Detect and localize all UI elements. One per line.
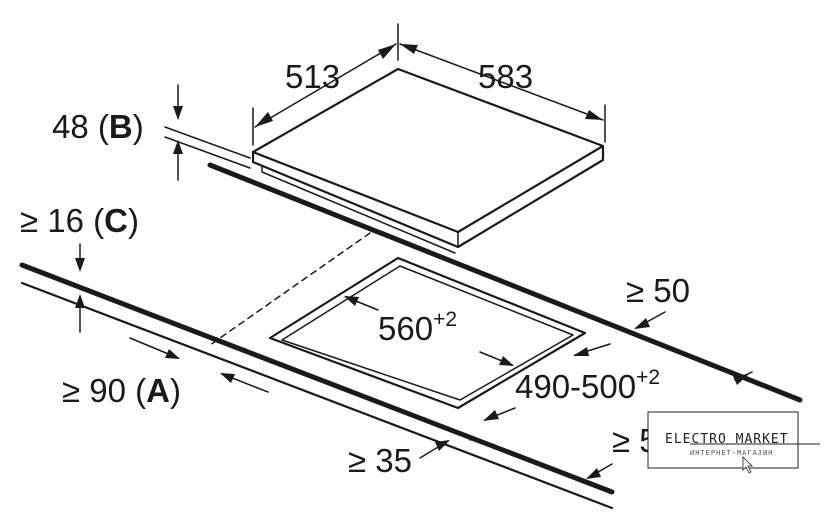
arrow-583-right	[585, 110, 603, 120]
label-cutout-depth-value: 490-500	[515, 368, 636, 405]
label-cutout-width: 560+2	[378, 308, 457, 347]
arrow-16-bottom	[75, 294, 85, 308]
dim-side: ≥ 35	[348, 437, 476, 479]
arrow-490-bottom	[483, 410, 499, 421]
arrow-513-right	[378, 44, 396, 59]
dim-48-ext-bottom	[164, 136, 251, 169]
label-gap-c-value: ≥ 16	[20, 202, 84, 239]
arrow-16-top	[75, 258, 85, 272]
watermark: ELECTRO MARKET ИНТЕРНЕТ-МАГАЗИН	[647, 411, 820, 474]
dim-line-583	[399, 43, 604, 121]
label-cutout-width-value: 560	[378, 310, 433, 347]
label-gap-c-ref: C	[104, 202, 128, 239]
arrow-513-left	[255, 112, 273, 127]
arrow-48-top	[173, 106, 183, 120]
watermark-title: ELECTRO MARKET	[665, 432, 789, 447]
dim-thickness: 48 (B)	[52, 84, 251, 181]
label-gap-c: ≥ 16 (C)	[20, 202, 139, 239]
label-side-min: ≥ 35	[348, 442, 412, 479]
arrow-490-top	[573, 347, 589, 356]
cursor-icon	[742, 456, 753, 474]
arrow-90-left	[165, 349, 180, 359]
arrow-560-right	[499, 356, 514, 366]
label-width: 513	[285, 58, 340, 95]
countertop	[19, 162, 803, 510]
countertop-rear-edge	[207, 162, 803, 403]
projection-dashed-line	[209, 232, 371, 346]
label-thickness-ref: B	[109, 108, 133, 145]
label-front-min-open: (	[135, 372, 146, 409]
arrow-90-right	[220, 373, 235, 383]
dim-48-ext-top	[164, 126, 251, 159]
arrow-35	[435, 440, 450, 451]
countertop-front-bottom-edge	[20, 281, 614, 510]
watermark-box	[647, 411, 799, 469]
arrow-48-bottom	[173, 140, 183, 154]
label-front-min-ref: A	[146, 372, 170, 409]
cutout-outer	[268, 256, 587, 410]
dim-top: 513 583	[252, 23, 606, 146]
dim-cutout-width: 560+2	[344, 296, 514, 366]
arrow-50-bottom	[733, 374, 749, 385]
cooktop	[251, 67, 605, 254]
countertop-front-top-edge	[19, 262, 615, 495]
label-front-min: ≥ 90 (A)	[62, 372, 181, 409]
dim-line-513	[254, 43, 397, 128]
label-thickness-value: 48	[52, 108, 89, 145]
dim-35-tick	[469, 437, 476, 441]
label-cutout-depth-tol: +2	[636, 366, 660, 389]
cutout-inner	[281, 265, 574, 401]
cooktop-lower-frame	[261, 165, 456, 254]
arrow-560-left	[344, 296, 359, 306]
arrow-5	[586, 468, 601, 479]
label-front-min-value: ≥ 90	[62, 372, 126, 409]
label-rear-min: ≥ 50	[626, 272, 690, 309]
label-depth: 583	[478, 58, 533, 95]
dim-gap-c: ≥ 16 (C)	[20, 202, 139, 333]
cutout	[268, 256, 587, 410]
label-thickness: 48 (B)	[52, 108, 144, 145]
dim-cutout-depth: 490-500+2	[483, 343, 660, 421]
label-cutout-depth: 490-500+2	[515, 366, 660, 405]
label-gap-c-close: )	[128, 202, 139, 239]
label-front-min-close: )	[170, 372, 181, 409]
arrow-583-left	[400, 44, 418, 54]
dim-front: ≥ 90 (A)	[62, 337, 269, 409]
label-thickness-open: (	[98, 108, 109, 145]
watermark-subtitle: ИНТЕРНЕТ-МАГАЗИН	[690, 449, 773, 457]
cooktop-side-edges	[251, 144, 605, 249]
dim-side-right: ≥ 5	[586, 422, 658, 479]
label-gap-c-open: (	[93, 202, 104, 239]
dim-rear: ≥ 50	[626, 272, 753, 385]
label-cutout-width-tol: +2	[433, 308, 457, 331]
label-thickness-close: )	[133, 108, 144, 145]
arrow-50-top	[634, 318, 650, 329]
